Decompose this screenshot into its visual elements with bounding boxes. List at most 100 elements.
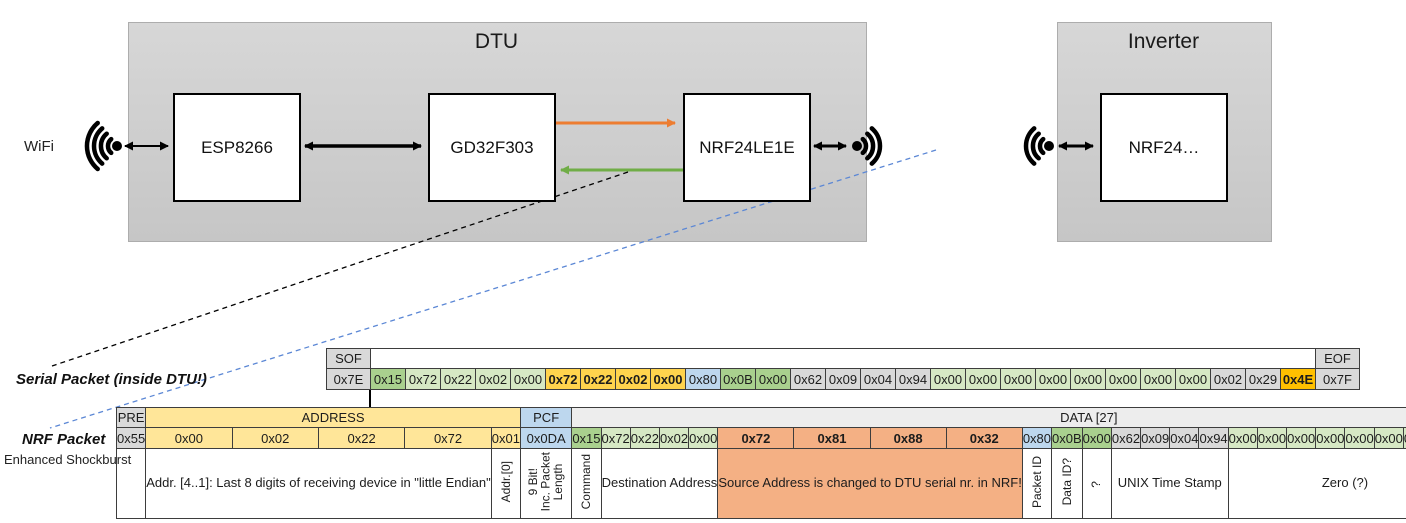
sof-value: 0x7E xyxy=(326,368,371,390)
serial-byte-cell: 0x00 xyxy=(1175,368,1211,390)
serial-byte-cell: 0x00 xyxy=(1105,368,1141,390)
component-nrf24le1e: NRF24LE1E xyxy=(683,93,811,202)
serial-callout-dashed-line xyxy=(51,171,629,367)
annotation-cell: Source Address is changed to DTU serial … xyxy=(717,448,1023,519)
nrf-byte-cell: 0x04 xyxy=(1169,427,1200,449)
address-byte-cell: 0x01 xyxy=(490,427,521,449)
nrf-byte-cell: 0x62 xyxy=(1110,427,1142,449)
serial-byte-cell: 0x22 xyxy=(440,368,476,390)
serial-byte-cell: 0x72 xyxy=(545,368,581,390)
wifi-signal-inverter-icon xyxy=(1023,126,1054,166)
nrf-byte-cell: 0x00 xyxy=(1373,427,1404,449)
vertical-annotation-text: ? xyxy=(1089,480,1104,488)
serial-byte-cell: 0x62 xyxy=(790,368,826,390)
nrf-byte-cell: 0x00 xyxy=(1286,427,1317,449)
nrf-byte-cell: 0x72 xyxy=(717,427,795,449)
vertical-annotation-text: 9 Bit! Inc. Packet Length xyxy=(526,452,566,512)
nrf-byte-cell: 0x22 xyxy=(629,427,660,449)
annotation-cell: 9 Bit! Inc. Packet Length xyxy=(519,448,573,519)
annotation-cell: Addr. [4..1]: Last 8 digits of receiving… xyxy=(145,448,492,519)
eof-header: EOF xyxy=(1315,348,1360,369)
nrf-byte-cell: 0x81 xyxy=(793,427,871,449)
inverter-title: Inverter xyxy=(1127,30,1200,53)
annotation-cell: Packet ID xyxy=(1021,448,1053,519)
nrf-byte-cell: 0x00 xyxy=(1344,427,1375,449)
serial-byte-cell: 0x02 xyxy=(615,368,651,390)
serial-byte-cell: 0x4E xyxy=(1280,368,1316,390)
vertical-annotation-text: Packet ID xyxy=(1029,455,1044,508)
vertical-annotation-text: Command xyxy=(579,454,594,510)
address-byte-cell: 0x22 xyxy=(317,427,406,449)
serial-byte-cell: 0x00 xyxy=(930,368,966,390)
serial-packet-label: Serial Packet (inside DTU!) xyxy=(16,371,207,388)
eof-value: 0x7F xyxy=(1315,368,1360,390)
serial-blank-strip xyxy=(370,348,1316,369)
nrf-byte-cell: 0x72 xyxy=(600,427,631,449)
serial-byte-cell: 0x00 xyxy=(1000,368,1036,390)
pre-header: PRE xyxy=(115,407,147,428)
component-esp8266: ESP8266 xyxy=(173,93,301,202)
serial-byte-cell: 0x09 xyxy=(825,368,861,390)
serial-byte-cell: 0x00 xyxy=(965,368,1001,390)
annotation-cell: Data ID? xyxy=(1051,448,1083,519)
nrf-byte-cell: 0x88 xyxy=(869,427,947,449)
serial-byte-cell: 0x04 xyxy=(860,368,896,390)
serial-byte-cell: 0x02 xyxy=(1210,368,1246,390)
component-esp8266-label: ESP8266 xyxy=(201,137,273,157)
nrf-byte-cell: 0x00 xyxy=(688,427,719,449)
nrf-byte-cell: 0x00 xyxy=(1227,427,1258,449)
component-gd32f303-label: GD32F303 xyxy=(450,137,534,157)
annotation-cell: Destination Address xyxy=(600,448,719,519)
nrf-byte-cell: 0x02 xyxy=(658,427,690,449)
serial-byte-cell: 0x29 xyxy=(1245,368,1281,390)
serial-byte-cell: 0x00 xyxy=(650,368,686,390)
data-header: DATA [27] xyxy=(571,407,1406,428)
annotation-cell: UNIX Time Stamp xyxy=(1110,448,1229,519)
serial-byte-cell: 0x0B xyxy=(720,368,756,390)
serial-byte-cell: 0x02 xyxy=(475,368,511,390)
serial-byte-cell: 0x22 xyxy=(580,368,616,390)
wifi-label: WiFi xyxy=(24,138,54,155)
serial-byte-cell: 0x00 xyxy=(755,368,791,390)
serial-byte-cell: 0x00 xyxy=(1140,368,1176,390)
annotation-cell: Zero (?) xyxy=(1227,448,1406,519)
nrf-byte-cell: 0x00 xyxy=(1081,427,1112,449)
wifi-signal-left-icon xyxy=(84,120,122,172)
component-nrf24-inverter: NRF24… xyxy=(1100,93,1228,202)
serial-byte-cell: 0x00 xyxy=(1070,368,1106,390)
nrf-byte-cell: 0x0B xyxy=(1051,427,1083,449)
nrf-packet-sublabel: Enhanced Shockburst xyxy=(4,452,132,467)
vertical-annotation-text: Data ID? xyxy=(1059,458,1074,506)
nrf-byte-cell: 0x15 xyxy=(571,427,602,449)
serial-byte-cell: 0x94 xyxy=(895,368,931,390)
vertical-annotation-text: Addr.[0] xyxy=(498,461,513,503)
dtu-title: DTU xyxy=(474,30,519,53)
address-byte-cell: 0x00 xyxy=(145,427,233,449)
nrf-byte-cell: 0x94 xyxy=(1198,427,1229,449)
serial-byte-cell: 0x15 xyxy=(370,368,406,390)
sof-header: SOF xyxy=(326,348,371,369)
serial-byte-cell: 0x00 xyxy=(1035,368,1071,390)
nrf-byte-cell: 0x00 xyxy=(1256,427,1288,449)
annotation-cell: Command xyxy=(571,448,602,519)
annotation-cell: Addr.[0] xyxy=(490,448,521,519)
annotation-blank-cell xyxy=(115,448,147,519)
annotation-cell: ? xyxy=(1081,448,1112,519)
address-byte-cell: 0x72 xyxy=(404,427,492,449)
serial-byte-cell: 0x72 xyxy=(405,368,441,390)
component-nrf24le1e-label: NRF24LE1E xyxy=(699,137,795,157)
wifi-signal-right-icon xyxy=(852,126,883,166)
serial-byte-cell: 0x80 xyxy=(685,368,721,390)
serial-byte-cell: 0x00 xyxy=(510,368,546,390)
nrf-byte-cell: 0x09 xyxy=(1140,427,1171,449)
pre-value: 0x55 xyxy=(115,427,147,449)
address-byte-cell: 0x02 xyxy=(231,427,319,449)
nrf-byte-cell: 0x32 xyxy=(945,427,1023,449)
component-gd32f303: GD32F303 xyxy=(428,93,556,202)
nrf-byte-cell: 0x80 xyxy=(1021,427,1053,449)
component-nrf24-inverter-label: NRF24… xyxy=(1128,137,1200,157)
nrf-packet-label: NRF Packet xyxy=(22,431,106,448)
nrf-byte-cell: 0x00 xyxy=(1315,427,1346,449)
